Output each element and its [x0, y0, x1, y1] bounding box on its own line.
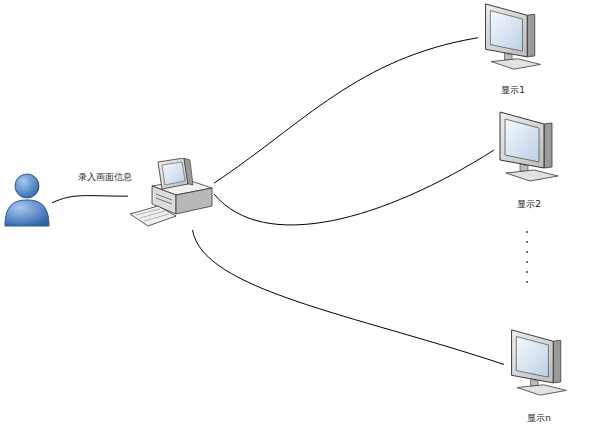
display-label: 显示2 — [494, 199, 564, 210]
continuation-dots — [526, 231, 528, 283]
cable-connector — [214, 150, 494, 225]
cable-connector — [193, 230, 505, 364]
cable-connector — [214, 38, 478, 183]
edge-label: 录入画面信息 — [78, 172, 132, 183]
display-label: 显示n — [504, 413, 574, 424]
display-node: 显示2 — [494, 110, 564, 210]
monitor-icon — [478, 2, 548, 72]
computer-icon — [128, 158, 214, 230]
computer-node — [128, 158, 214, 230]
display-node: 显示n — [504, 328, 574, 424]
display-node: 显示1 — [478, 2, 548, 96]
user-node — [2, 172, 52, 228]
person-icon — [2, 172, 52, 228]
display-label: 显示1 — [478, 85, 548, 96]
cable-connector — [52, 196, 128, 203]
monitor-icon — [494, 110, 564, 184]
monitor-icon — [504, 328, 574, 398]
